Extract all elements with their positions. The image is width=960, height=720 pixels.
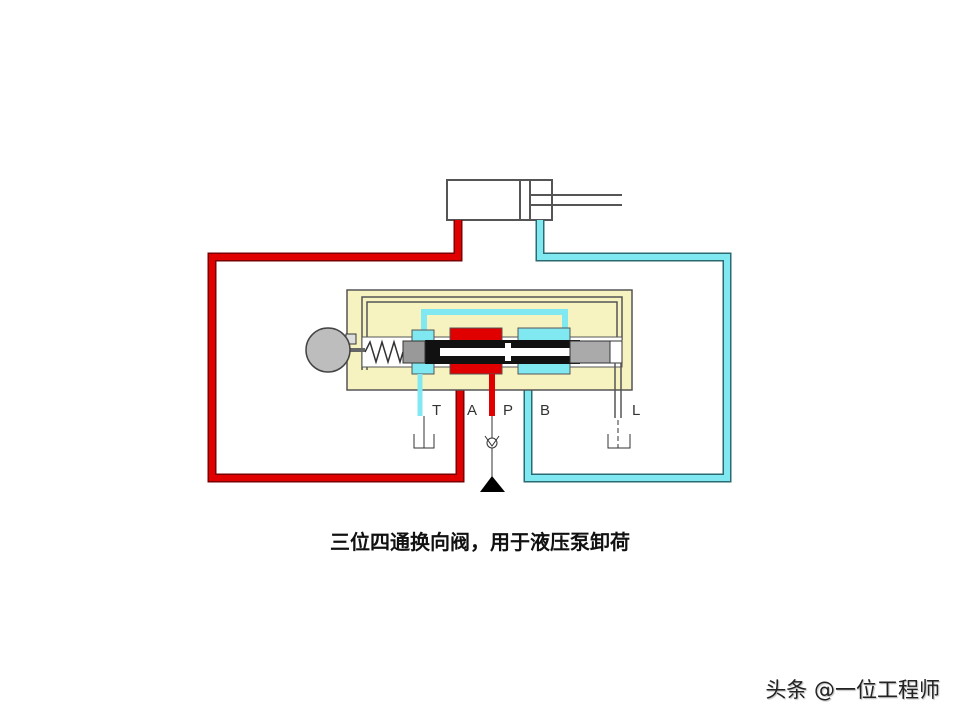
port-label-l: L xyxy=(632,402,640,419)
port-label-a: A xyxy=(467,402,477,419)
pump-icon xyxy=(480,476,505,492)
tank-l-icon xyxy=(607,434,631,449)
port-label-p: P xyxy=(503,402,513,419)
diagram-caption: 三位四通换向阀，用于液压泵卸荷 xyxy=(330,530,630,554)
port-label-b: B xyxy=(540,402,550,419)
tank-t-icon xyxy=(413,434,435,449)
left-spring xyxy=(364,339,404,365)
watermark: 头条 @一位工程师 xyxy=(765,678,940,702)
port-label-t: T xyxy=(432,402,441,419)
check-valve-icon xyxy=(484,435,500,449)
operating-ball xyxy=(305,327,351,373)
hydraulic-cylinder xyxy=(446,179,622,221)
spool xyxy=(402,340,611,364)
